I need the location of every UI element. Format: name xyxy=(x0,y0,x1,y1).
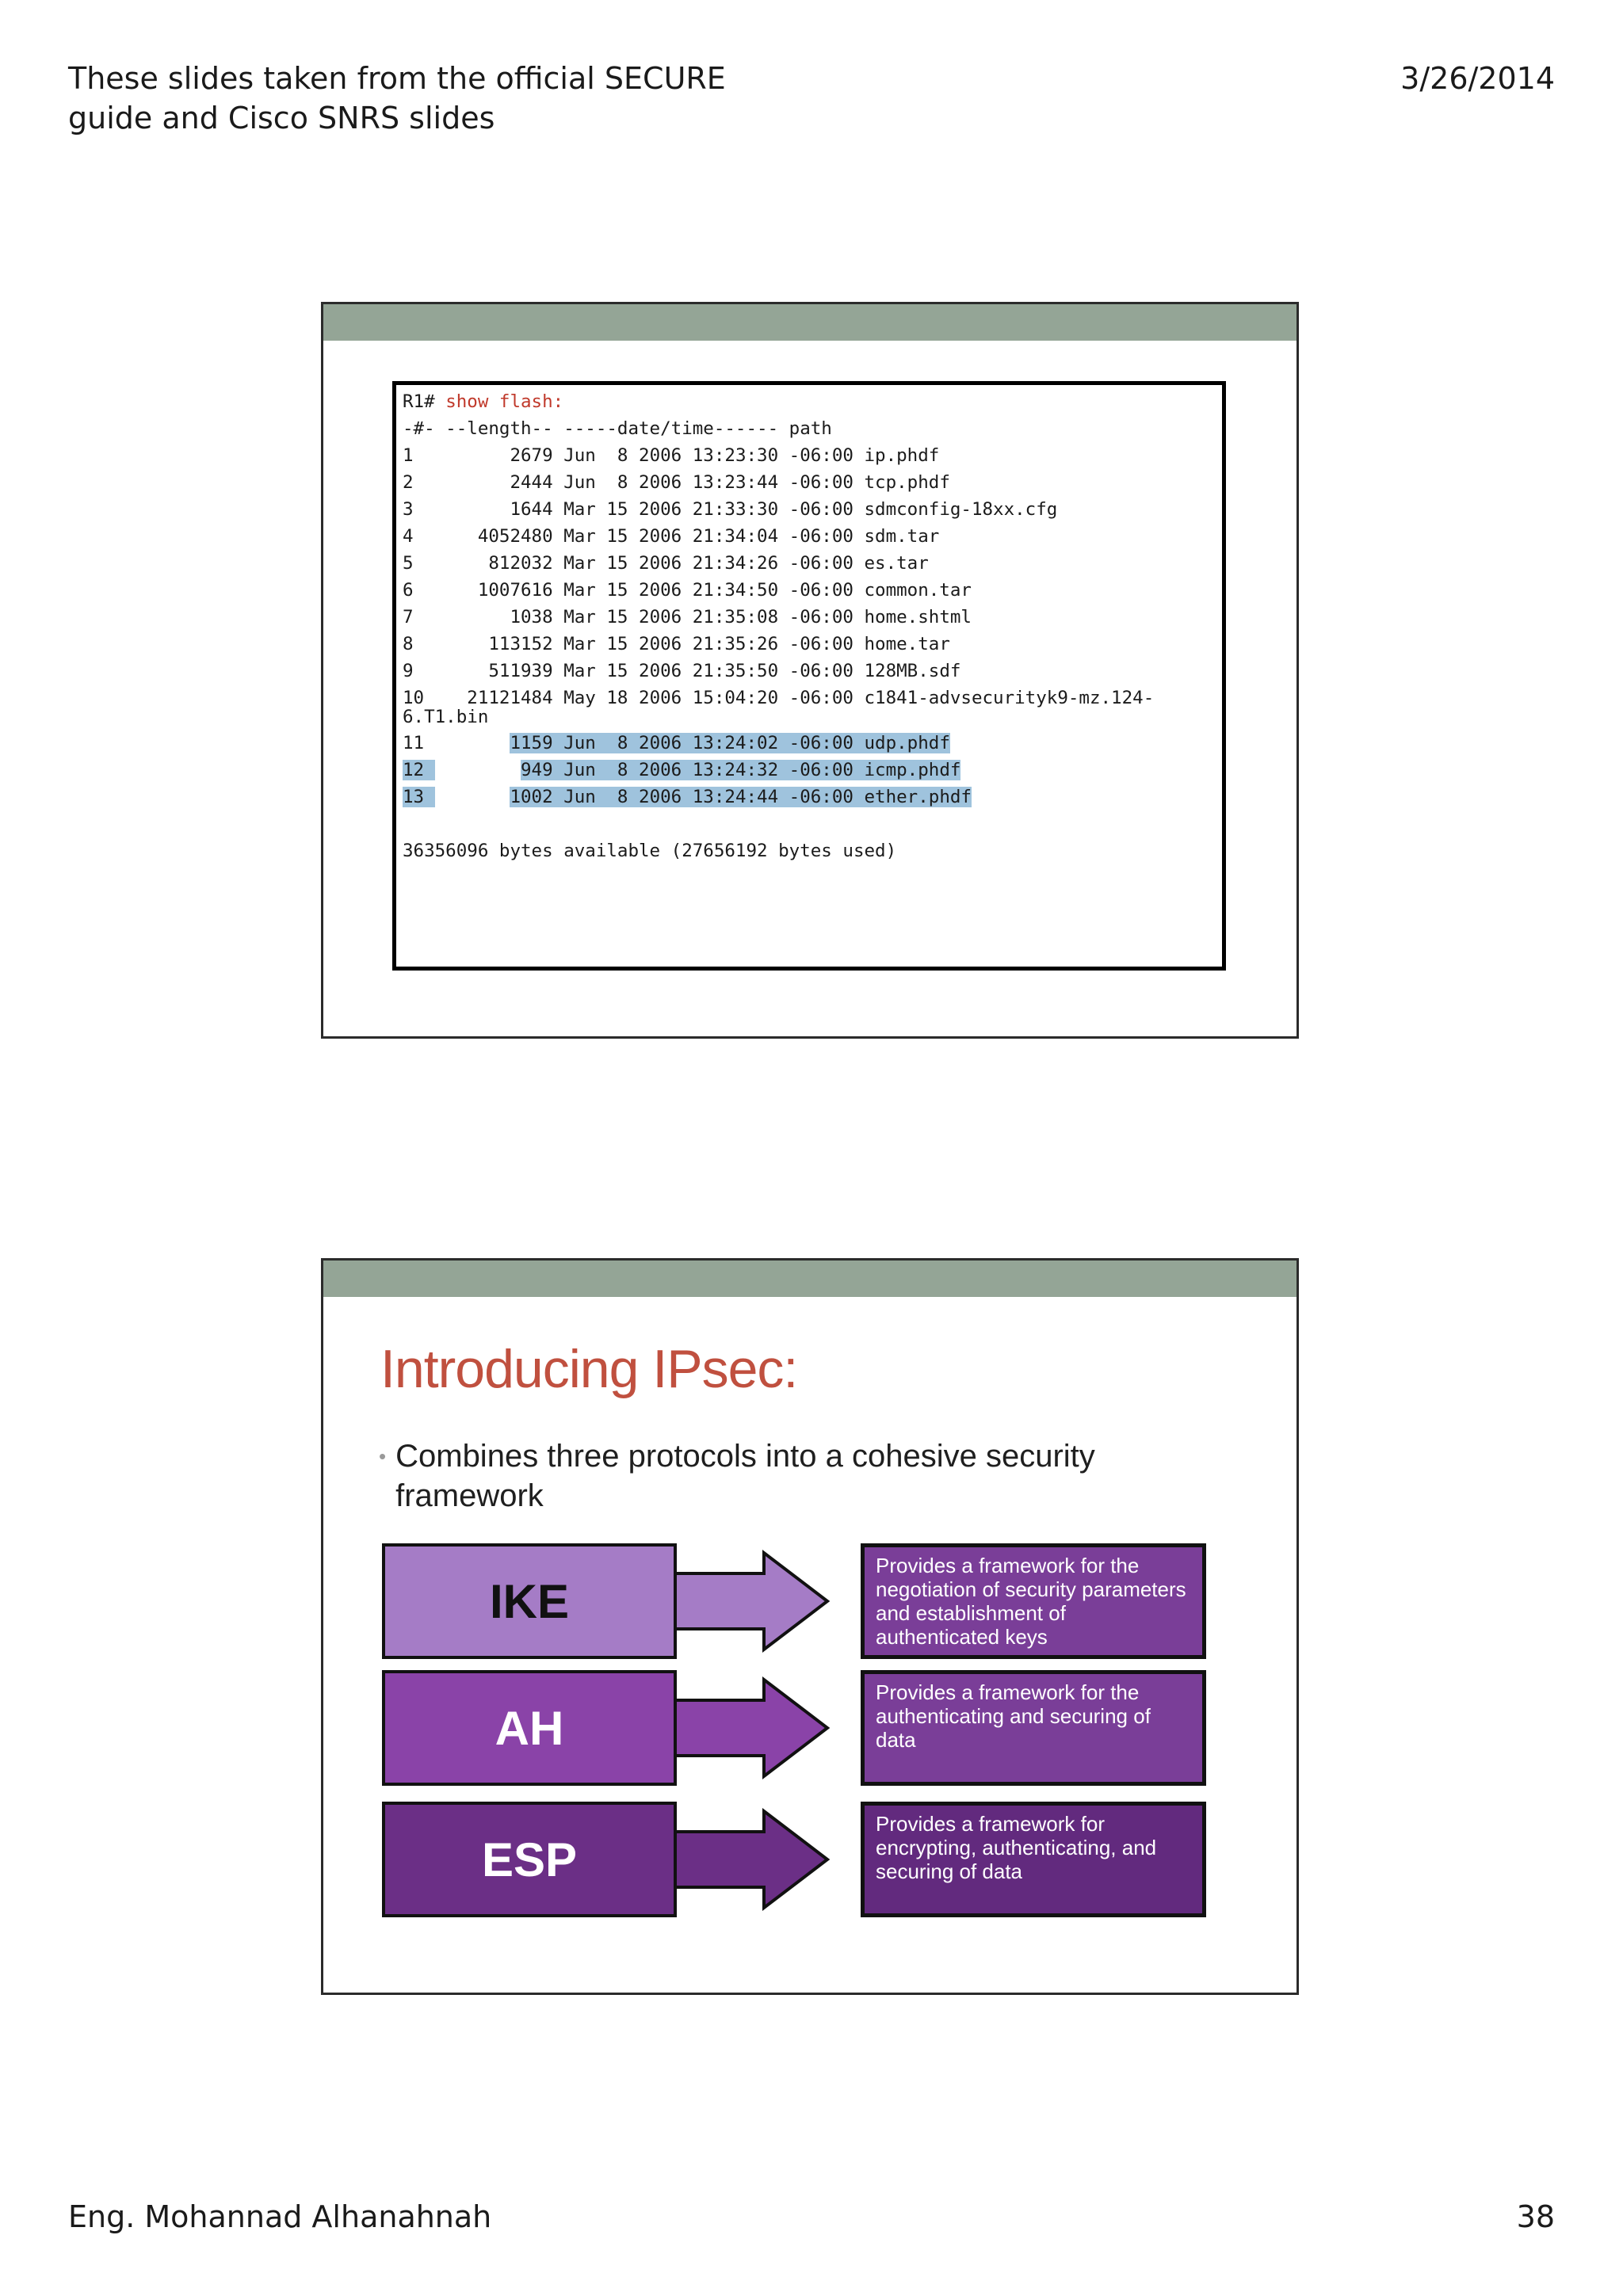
protocol-row-esp: ESP Provides a framework for encrypting, … xyxy=(382,1802,1206,1917)
terminal-row: 1 2679 Jun 8 2006 13:23:30 -06:00 ip.phd… xyxy=(403,442,1216,469)
terminal-row-entry: 812032 Mar 15 2006 21:34:26 -06:00 es.ta… xyxy=(488,553,929,574)
terminal-row-entry: 2444 Jun 8 2006 13:23:44 -06:00 tcp.phdf xyxy=(510,472,950,493)
terminal-row: 8 113152 Mar 15 2006 21:35:26 -06:00 hom… xyxy=(403,631,1216,658)
header-date: 3/26/2014 xyxy=(1400,61,1555,96)
terminal-row-number: 10 xyxy=(403,688,435,708)
terminal-row-entry: 2679 Jun 8 2006 13:23:30 -06:00 ip.phdf xyxy=(510,445,940,466)
protocol-row-ah: AH Provides a framework for the authentic… xyxy=(382,1670,1206,1786)
footer-page-number: 38 xyxy=(1516,2199,1555,2234)
slide-show-flash: R1# show flash: -#- --length-- -----date… xyxy=(321,302,1299,1039)
terminal-row: 9 511939 Mar 15 2006 21:35:50 -06:00 128… xyxy=(403,658,1216,685)
terminal-row-number: 5 xyxy=(403,553,435,574)
arrow-shape xyxy=(675,1807,831,1912)
terminal-row-number: 6 xyxy=(403,580,435,601)
terminal-row-number: 11 xyxy=(403,733,435,753)
header-title-line1: These slides taken from the official SEC… xyxy=(68,61,726,96)
terminal-row-entry: 1038 Mar 15 2006 21:35:08 -06:00 home.sh… xyxy=(510,607,972,627)
slide-title: Introducing IPsec: xyxy=(380,1339,798,1399)
terminal-row-number: 8 xyxy=(403,634,435,654)
terminal-row-number: 4 xyxy=(403,526,435,547)
terminal-row-entry: 1007616 Mar 15 2006 21:34:50 -06:00 comm… xyxy=(477,580,972,601)
terminal-blank-line xyxy=(403,810,1216,837)
terminal-row: 7 1038 Mar 15 2006 21:35:08 -06:00 home.… xyxy=(403,604,1216,631)
terminal-row-number: 9 xyxy=(403,661,435,681)
slide-header-band xyxy=(323,1261,1296,1297)
terminal-row-entry: 949 Jun 8 2006 13:24:32 -06:00 icmp.phdf xyxy=(521,760,961,780)
protocol-label-box: AH xyxy=(382,1670,677,1786)
footer-author: Eng. Mohannad Alhanahnah xyxy=(68,2199,492,2234)
terminal-row-number: 7 xyxy=(403,607,435,627)
terminal-row: 5 812032 Mar 15 2006 21:34:26 -06:00 es.… xyxy=(403,550,1216,577)
arrow-shape xyxy=(675,1676,831,1780)
terminal-command: show flash: xyxy=(445,391,564,412)
protocol-row-ike: IKE Provides a framework for the negotiat… xyxy=(382,1543,1206,1659)
terminal-row-entry: 21121484 May 18 2006 15:04:20 -06:00 c18… xyxy=(403,688,1155,727)
terminal-row-entry: 4052480 Mar 15 2006 21:34:04 -06:00 sdm.… xyxy=(477,526,940,547)
protocol-description: Provides a framework for the authenticat… xyxy=(861,1670,1206,1786)
header-title: These slides taken from the official SEC… xyxy=(68,59,726,138)
bullet-dot-icon: • xyxy=(379,1444,387,1468)
terminal-summary: 36356096 bytes available (27656192 bytes… xyxy=(403,841,897,861)
right-arrow-icon xyxy=(675,1549,831,1653)
terminal-row-entry: 1159 Jun 8 2006 13:24:02 -06:00 udp.phdf xyxy=(510,733,950,753)
terminal-row-number: 2 xyxy=(403,472,435,493)
terminal-row-number: 3 xyxy=(403,499,435,520)
header-title-line2: guide and Cisco SNRS slides xyxy=(68,101,495,135)
terminal-row: 3 1644 Mar 15 2006 21:33:30 -06:00 sdmco… xyxy=(403,496,1216,523)
right-arrow-icon xyxy=(675,1676,831,1780)
terminal-row-entry: 511939 Mar 15 2006 21:35:50 -06:00 128MB… xyxy=(488,661,961,681)
terminal-row-number: 12 xyxy=(403,760,435,780)
terminal-row: 13 1002 Jun 8 2006 13:24:44 -06:00 ether… xyxy=(403,784,1216,810)
terminal-output: R1# show flash: -#- --length-- -----date… xyxy=(392,381,1226,971)
terminal-row: 2 2444 Jun 8 2006 13:23:44 -06:00 tcp.ph… xyxy=(403,469,1216,496)
right-arrow-icon xyxy=(675,1807,831,1912)
protocol-label-box: ESP xyxy=(382,1802,677,1917)
slide-introducing-ipsec: Introducing IPsec: • Combines three proto… xyxy=(321,1258,1299,1995)
bullet-item: • Combines three protocols into a cohesiv… xyxy=(379,1436,1171,1516)
protocol-description: Provides a framework for the negotiation… xyxy=(861,1543,1206,1659)
terminal-row: 12 949 Jun 8 2006 13:24:32 -06:00 icmp.p… xyxy=(403,757,1216,784)
terminal-rows: 1 2679 Jun 8 2006 13:23:30 -06:00 ip.phd… xyxy=(403,442,1216,810)
terminal-row-entry: 1002 Jun 8 2006 13:24:44 -06:00 ether.ph… xyxy=(510,787,972,807)
terminal-row-number: 13 xyxy=(403,787,435,807)
slide-header-band xyxy=(323,304,1296,341)
arrow-shape xyxy=(675,1549,831,1653)
terminal-prompt: R1# xyxy=(403,391,446,412)
terminal-row-entry: 113152 Mar 15 2006 21:35:26 -06:00 home.… xyxy=(488,634,950,654)
terminal-column-header: -#- --length-- -----date/time------ path xyxy=(403,418,832,439)
terminal-row-number: 1 xyxy=(403,445,435,466)
terminal-row: 10 21121484 May 18 2006 15:04:20 -06:00 … xyxy=(403,685,1216,730)
terminal-command-line: R1# show flash: xyxy=(403,388,1216,415)
protocol-description: Provides a framework for encrypting, aut… xyxy=(861,1802,1206,1917)
terminal-row: 4 4052480 Mar 15 2006 21:34:04 -06:00 sd… xyxy=(403,523,1216,550)
terminal-row-entry: 1644 Mar 15 2006 21:33:30 -06:00 sdmconf… xyxy=(510,499,1058,520)
terminal-row: 11 1159 Jun 8 2006 13:24:02 -06:00 udp.p… xyxy=(403,730,1216,757)
terminal-row: 6 1007616 Mar 15 2006 21:34:50 -06:00 co… xyxy=(403,577,1216,604)
protocol-label-box: IKE xyxy=(382,1543,677,1659)
bullet-text: Combines three protocols into a cohesive… xyxy=(395,1439,1095,1513)
